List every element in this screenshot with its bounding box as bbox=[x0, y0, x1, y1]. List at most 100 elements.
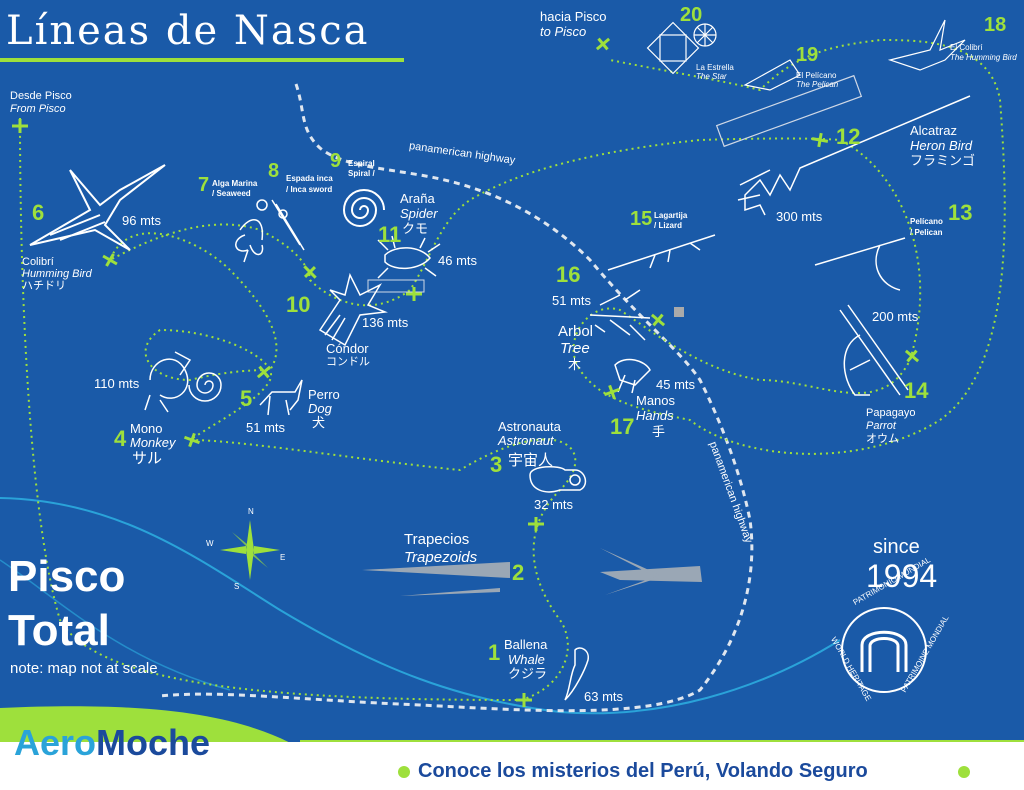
viewpoint-tower-1 bbox=[367, 279, 425, 293]
dog-figure bbox=[259, 379, 303, 416]
figure-number-12: 12 bbox=[836, 124, 861, 149]
tree-size: 51 mts bbox=[552, 293, 592, 308]
monkey-size: 110 mts bbox=[94, 376, 140, 391]
pelican2-label-en: The Pelican bbox=[796, 80, 839, 89]
star-figure bbox=[646, 21, 717, 75]
heron-label-en: Heron Bird bbox=[910, 138, 973, 153]
tree-label-es: Arbol bbox=[558, 323, 594, 340]
condor-label-es: Cóndor bbox=[326, 341, 369, 356]
figure-number-1: 1 bbox=[488, 640, 501, 665]
pelican2-label-es: El Pelícano bbox=[796, 71, 837, 80]
scale-note: note: map not at scale bbox=[10, 660, 158, 677]
parrot-label-jp: オウム bbox=[866, 433, 899, 445]
figure-number-4: 4 bbox=[114, 426, 127, 451]
compass-rose bbox=[220, 520, 280, 580]
star-label-en: The Star bbox=[696, 72, 727, 81]
heron-label-jp: フラミンゴ bbox=[910, 153, 976, 168]
spider-label-jp: クモ bbox=[402, 221, 429, 236]
condor-figure bbox=[318, 272, 388, 347]
figure-number-2: 2 bbox=[512, 560, 525, 585]
title-underline bbox=[0, 58, 404, 62]
whale-size: 63 mts bbox=[584, 689, 624, 704]
viewpoint-tower-2 bbox=[715, 74, 863, 148]
figure-number-15: 15 bbox=[630, 208, 653, 230]
parrot-label-en: Parrot bbox=[866, 420, 896, 432]
tagline: Conoce los misterios del Perú, Volando S… bbox=[418, 760, 868, 782]
hummingbird2-label-en: The Humming Bird bbox=[950, 53, 1017, 62]
airplane-markers bbox=[12, 37, 920, 707]
inca-sword-label-en: / Inca sword bbox=[286, 185, 333, 194]
astronaut-figure bbox=[529, 465, 587, 493]
figure-number-16: 16 bbox=[556, 262, 581, 287]
heron-size: 300 mts bbox=[776, 209, 823, 224]
hummingbird-figure-2 bbox=[887, 19, 966, 71]
operator-line2: Total bbox=[8, 606, 110, 655]
river bbox=[0, 497, 841, 715]
condor-label-jp: コンドル bbox=[326, 356, 370, 368]
whale-figure bbox=[564, 647, 589, 701]
lizard-figure bbox=[607, 234, 716, 271]
compass-w: W bbox=[206, 539, 214, 548]
spider-label-en: Spider bbox=[400, 206, 438, 221]
heron-figure bbox=[737, 95, 971, 216]
hummingbird-label-es: Colibrí bbox=[22, 256, 54, 268]
seaweed-figure bbox=[235, 199, 268, 263]
parrot-figure bbox=[839, 304, 909, 396]
compass-n: N bbox=[248, 507, 254, 516]
trapezoids-figure bbox=[362, 548, 702, 596]
monkey-label-en: Monkey bbox=[130, 435, 176, 450]
hummingbird2-label-es: El Colibrí bbox=[950, 43, 983, 52]
hands-figure bbox=[614, 358, 651, 394]
hummingbird-label-en: Humming Bird bbox=[22, 268, 92, 280]
inca-sword-figure bbox=[271, 199, 305, 251]
figure-number-19: 19 bbox=[796, 44, 819, 66]
tagline-dot-right bbox=[958, 766, 970, 778]
dog-label-en: Dog bbox=[308, 401, 332, 416]
operator-line1: Pisco bbox=[8, 552, 126, 601]
figure-number-10: 10 bbox=[286, 292, 311, 317]
figure-number-20: 20 bbox=[680, 4, 703, 26]
pelican-label-es: Pelícano bbox=[910, 217, 943, 226]
whale-label-jp: クジラ bbox=[508, 666, 548, 681]
whale-label-en: Whale bbox=[508, 652, 545, 667]
hands-size: 45 mts bbox=[656, 377, 696, 392]
astronaut-label-en: Astronaut bbox=[498, 433, 554, 448]
from-pisco-es: Desde Pisco bbox=[10, 90, 72, 102]
hands-label-es: Manos bbox=[636, 393, 676, 408]
from-pisco-en: From Pisco bbox=[10, 103, 66, 115]
since-label: since bbox=[873, 536, 920, 558]
since-year: 1994 bbox=[866, 558, 938, 594]
condor-size: 136 mts bbox=[362, 315, 409, 330]
heron-label-es: Alcatraz bbox=[910, 123, 957, 138]
inca-sword-label-es: Espada inca bbox=[286, 174, 333, 183]
map-title: Líneas de Nasca bbox=[6, 8, 370, 54]
to-pisco-es: hacia Pisco bbox=[540, 9, 607, 24]
figure-number-13: 13 bbox=[948, 200, 973, 225]
spider-size: 46 mts bbox=[438, 253, 478, 268]
figure-number-14: 14 bbox=[904, 378, 929, 403]
monkey-figure bbox=[144, 351, 222, 413]
tree-label-jp: 木 bbox=[568, 357, 582, 372]
to-pisco-en: to Pisco bbox=[540, 24, 587, 39]
pelican-size: 200 mts bbox=[872, 309, 919, 324]
lizard-label-es: Lagartija bbox=[654, 211, 688, 220]
seaweed-label-en: / Seaweed bbox=[212, 189, 251, 198]
coastline bbox=[0, 559, 231, 691]
brand-part2: Moche bbox=[96, 722, 211, 763]
spiral-label-en: Spiral / bbox=[348, 169, 375, 178]
seaweed-label-es: Alga Marina bbox=[212, 179, 258, 188]
aeromoche-logo: AeroMoche bbox=[14, 722, 210, 764]
spiral-figure bbox=[342, 189, 385, 227]
tree-label-en: Tree bbox=[560, 340, 590, 357]
figure-number-3: 3 bbox=[490, 452, 503, 477]
figure-number-5: 5 bbox=[240, 386, 253, 411]
figure-number-9: 9 bbox=[330, 150, 342, 172]
compass-e: E bbox=[280, 553, 286, 562]
compass-s: S bbox=[234, 582, 240, 591]
dog-label-jp: 犬 bbox=[312, 415, 326, 430]
hummingbird-size: 96 mts bbox=[122, 213, 162, 228]
trapezoids-label-en: Trapezoids bbox=[404, 549, 478, 566]
spider-figure bbox=[377, 235, 441, 279]
monkey-label-jp: サル bbox=[132, 450, 163, 467]
